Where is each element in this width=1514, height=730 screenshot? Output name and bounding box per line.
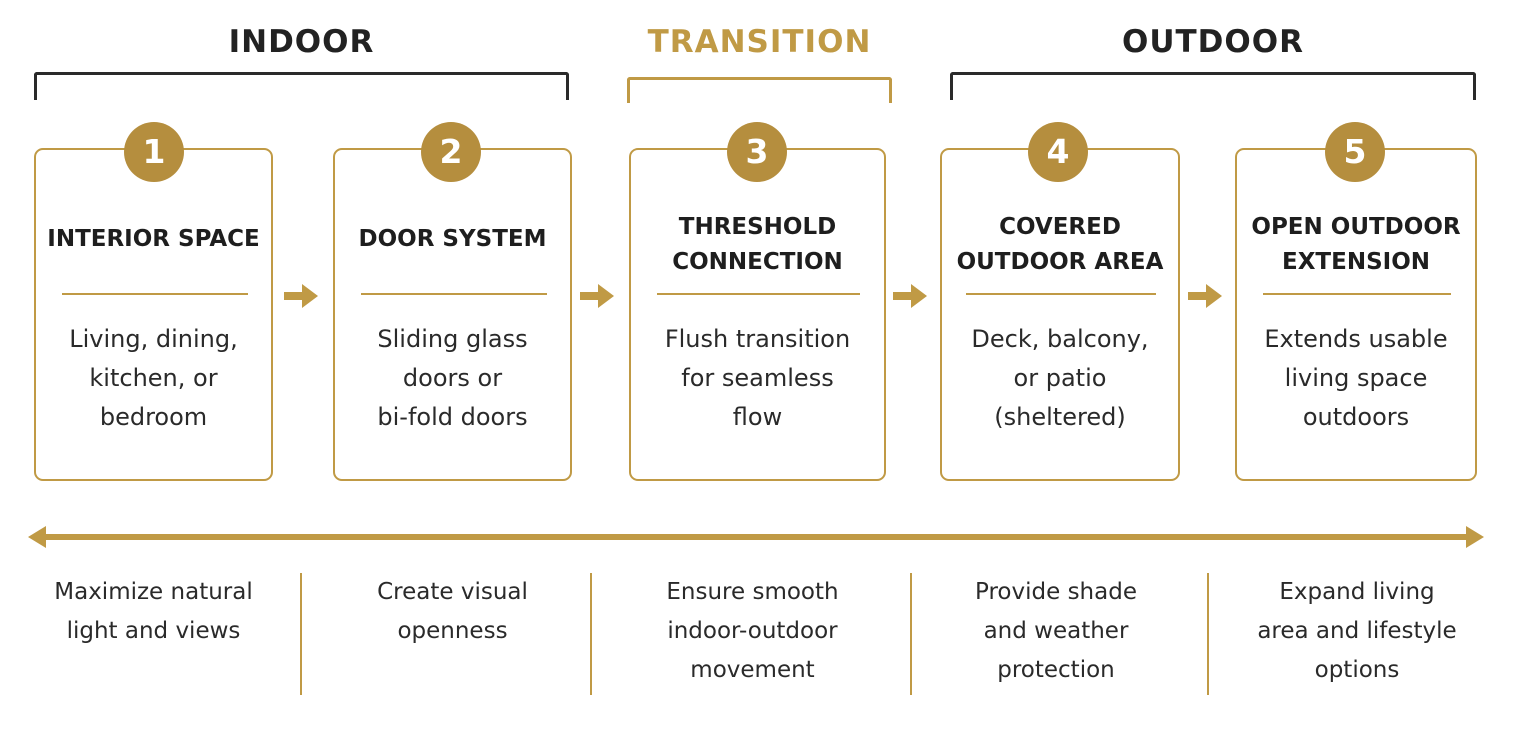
flow-arrow-icon-1 [284, 284, 318, 308]
card-divider [62, 293, 248, 295]
step-card-1: INTERIOR SPACE Living, dining, kitchen, … [34, 148, 273, 481]
benefit-2: Create visual openness [377, 579, 528, 644]
flow-arrow-icon-2 [580, 284, 614, 308]
step-title: COVERED OUTDOOR AREA [956, 214, 1164, 275]
outdoor-bracket [950, 72, 1476, 100]
step-number-badge-1: 1 [124, 122, 184, 182]
transition-bracket [627, 77, 892, 103]
step-card-5: OPEN OUTDOOR EXTENSION Extends usable li… [1235, 148, 1477, 481]
card-divider [966, 293, 1156, 295]
step-number-badge-4: 4 [1028, 122, 1088, 182]
benefit-1: Maximize natural light and views [54, 579, 253, 644]
card-divider [361, 293, 547, 295]
benefit-divider [1207, 573, 1209, 695]
step-card-2: DOOR SYSTEM Sliding glass doors or bi-fo… [333, 148, 572, 481]
benefit-5: Expand living area and lifestyle options [1257, 579, 1457, 683]
step-title: THRESHOLD CONNECTION [672, 214, 843, 275]
card-divider [1263, 293, 1451, 295]
step-description: Extends usable living space outdoors [1264, 325, 1448, 431]
step-number-badge-3: 3 [727, 122, 787, 182]
zone-header-outdoor: OUTDOOR [1122, 24, 1304, 60]
step-number-badge-5: 5 [1325, 122, 1385, 182]
benefit-divider [300, 573, 302, 695]
zone-header-indoor: INDOOR [228, 24, 375, 60]
step-description: Flush transition for seamless flow [664, 325, 851, 431]
double-arrow-icon [28, 526, 1484, 548]
benefit-3: Ensure smooth indoor-outdoor movement [666, 579, 839, 683]
benefit-divider [590, 573, 592, 695]
step-title: OPEN OUTDOOR EXTENSION [1251, 214, 1461, 275]
step-card-3: THRESHOLD CONNECTION Flush transition fo… [629, 148, 886, 481]
flow-arrow-icon-3 [893, 284, 927, 308]
card-divider [657, 293, 860, 295]
step-description: Deck, balcony, or patio (sheltered) [971, 325, 1149, 431]
step-description: Sliding glass doors or bi-fold doors [377, 325, 528, 431]
benefit-4: Provide shade and weather protection [975, 579, 1137, 683]
step-title: INTERIOR SPACE [47, 226, 260, 252]
step-title: DOOR SYSTEM [358, 226, 547, 252]
step-description: Living, dining, kitchen, or bedroom [69, 325, 238, 431]
step-number-badge-2: 2 [421, 122, 481, 182]
flow-arrow-icon-4 [1188, 284, 1222, 308]
benefit-divider [910, 573, 912, 695]
zone-header-transition: TRANSITION [647, 24, 872, 60]
step-card-4: COVERED OUTDOOR AREA Deck, balcony, or p… [940, 148, 1180, 481]
indoor-bracket [34, 72, 569, 100]
